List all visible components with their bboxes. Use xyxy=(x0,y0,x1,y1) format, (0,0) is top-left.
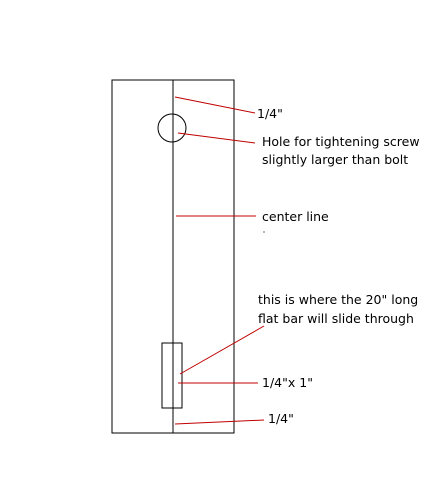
screw-hole xyxy=(157,113,187,143)
label-top-thickness: 1/4" xyxy=(257,106,283,121)
label-center-line: center line xyxy=(262,209,329,224)
leader-hole xyxy=(177,132,256,144)
label-slot-line2: flat bar will slide through xyxy=(258,311,414,326)
label-slot-line1: this is where the 20" long xyxy=(258,292,418,307)
leader-slot xyxy=(179,325,265,375)
leader-top-thickness xyxy=(174,96,256,114)
leader-bottom-thickness xyxy=(174,419,265,425)
label-hole-line2: slightly larger than bolt xyxy=(262,152,408,167)
flat-bar-slot xyxy=(161,342,183,409)
label-bottom-thickness: 1/4" xyxy=(268,411,294,426)
label-slot-size: 1/4"x 1" xyxy=(262,375,313,390)
label-hole-line1: Hole for tightening screw xyxy=(262,134,420,149)
stray-dot xyxy=(263,231,265,233)
